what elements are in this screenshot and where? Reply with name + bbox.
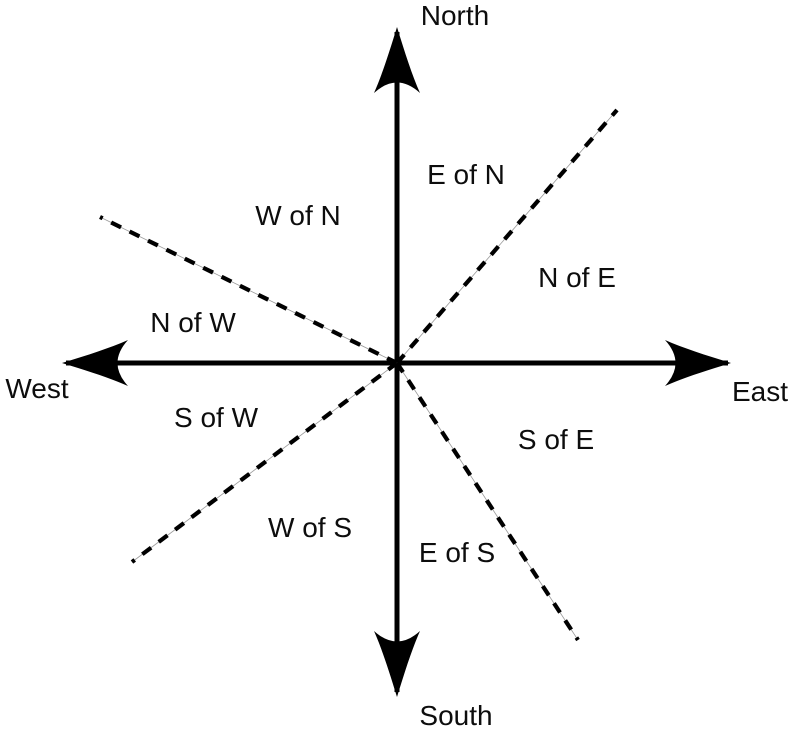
southeast-dashed-ray xyxy=(395,361,580,642)
south-label: South xyxy=(419,700,492,731)
e-of-n-label: E of N xyxy=(427,159,505,190)
e-of-s-label: E of S xyxy=(419,537,495,568)
w-of-s-label: W of S xyxy=(268,512,352,543)
north-label: North xyxy=(421,0,489,31)
w-of-n-label: W of N xyxy=(255,200,341,231)
n-of-w-label: N of W xyxy=(150,307,236,338)
northwest-dashes xyxy=(99,215,398,365)
southeast-dashes xyxy=(395,361,580,642)
south-arrowhead-icon xyxy=(374,631,420,697)
west-arrowhead-icon xyxy=(62,340,128,386)
s-of-e-label: S of E xyxy=(518,424,594,455)
octant-labels: E of N W of N N of E N of W S of W S of … xyxy=(150,159,616,568)
southwest-dashes xyxy=(130,361,399,564)
north-arrowhead-icon xyxy=(374,27,420,93)
east-arrowhead-icon xyxy=(665,340,731,386)
cardinal-labels: North South West East xyxy=(5,0,788,731)
n-of-e-label: N of E xyxy=(538,262,616,293)
northeast-dashed-ray xyxy=(395,108,619,365)
northeast-dashes xyxy=(395,108,619,365)
s-of-w-label: S of W xyxy=(174,402,259,433)
dashed-direction-rays xyxy=(99,108,619,642)
northwest-dashed-ray xyxy=(99,215,398,365)
east-label: East xyxy=(732,376,788,407)
axes xyxy=(62,27,731,697)
southwest-dashed-ray xyxy=(130,361,399,564)
west-label: West xyxy=(5,373,68,404)
